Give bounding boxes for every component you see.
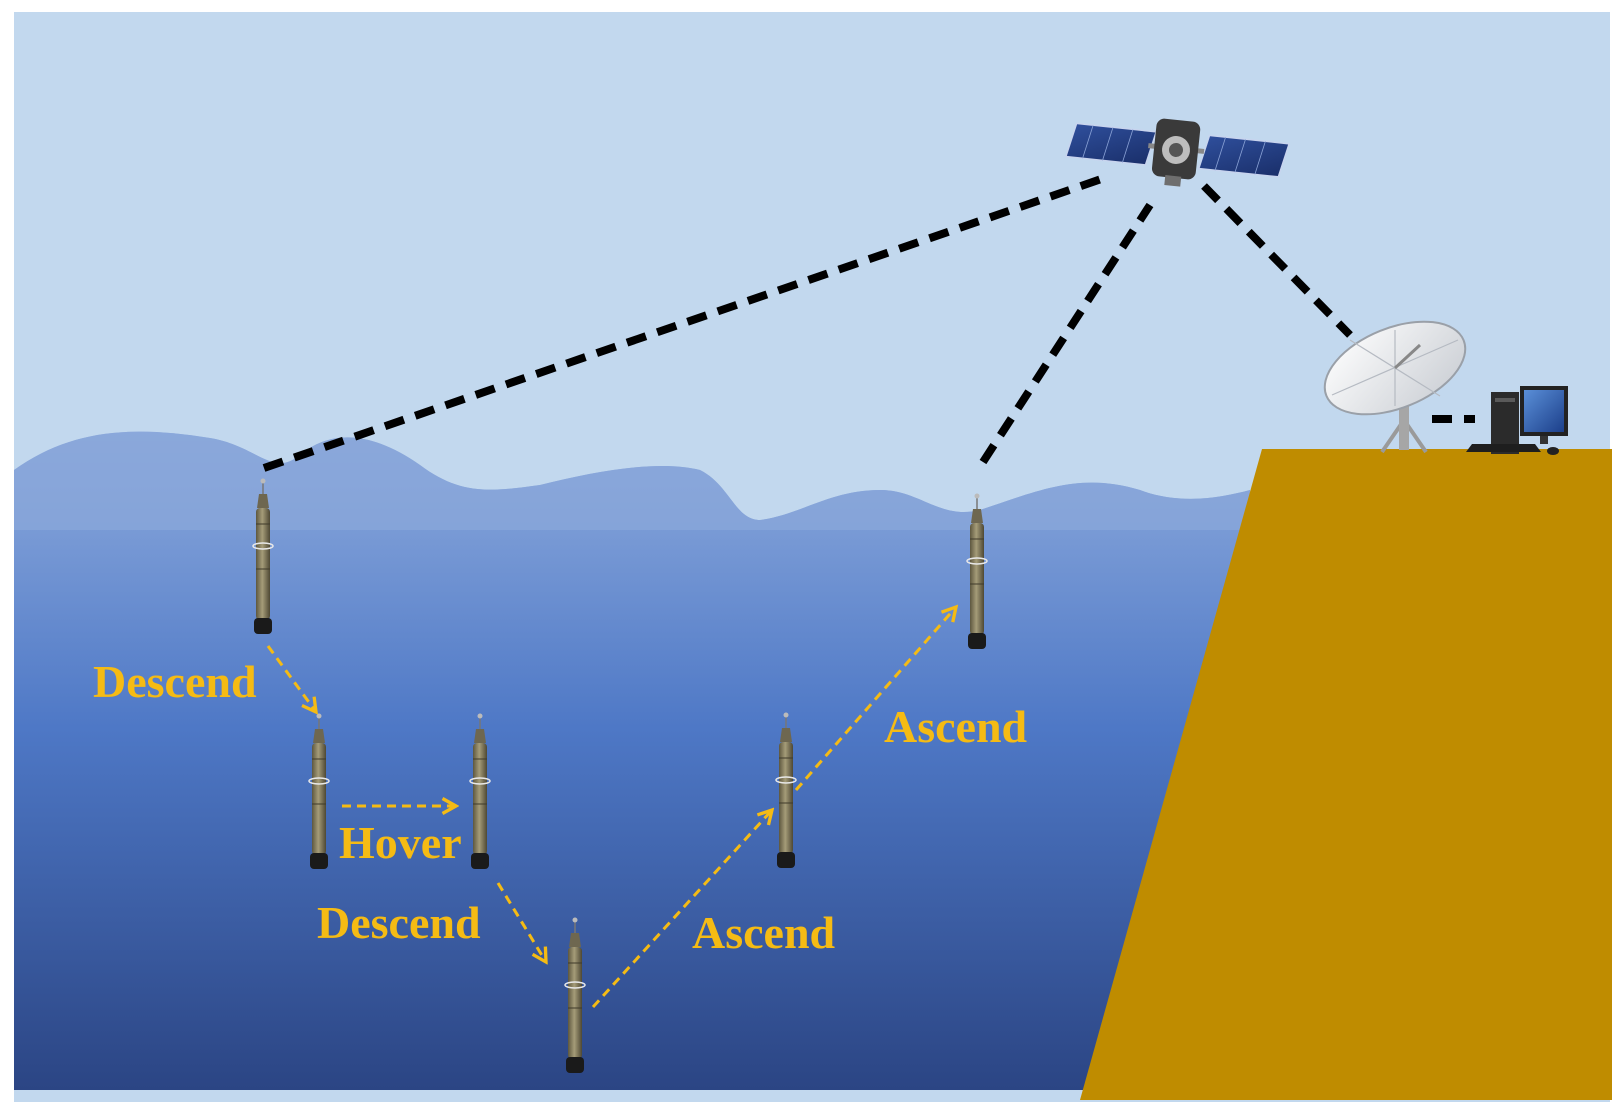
link-satellite-to-dish [1201, 183, 1353, 338]
label-descend-1: Descend [93, 656, 257, 707]
satellite-dish-icon [1323, 320, 1467, 454]
label-descend-2: Descend [317, 897, 481, 948]
link-surfaced-float-to-satellite [979, 202, 1154, 465]
satellite-icon [1064, 118, 1291, 187]
ocean-water [14, 431, 1250, 1090]
descend-arrow-2 [496, 882, 546, 962]
descend-arrow-1 [266, 645, 316, 712]
shore-cliff [1080, 449, 1612, 1100]
ascend-arrow-2 [794, 607, 956, 791]
label-ascend-1: Ascend [692, 907, 836, 958]
wave-surface-band [14, 431, 1250, 530]
link-float-to-satellite [262, 172, 1112, 472]
desktop-computer-icon [1466, 386, 1568, 455]
label-ascend-2: Ascend [884, 701, 1028, 752]
satellite-links [262, 172, 1475, 472]
label-hover: Hover [339, 817, 462, 868]
